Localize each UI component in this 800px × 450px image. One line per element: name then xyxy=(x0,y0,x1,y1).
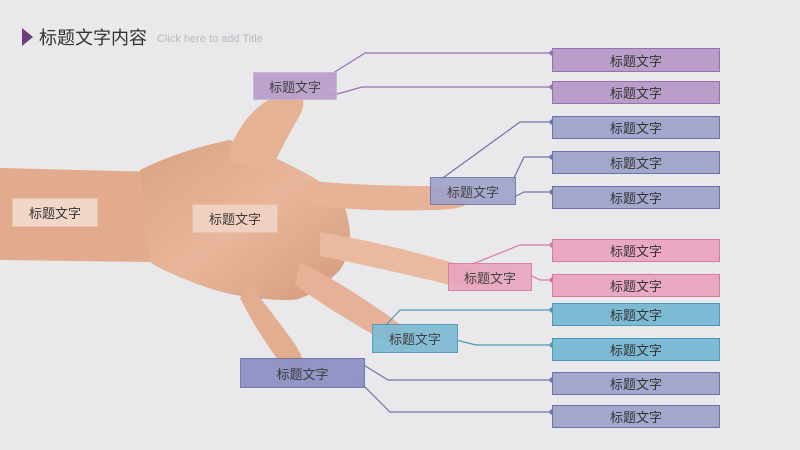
connector-line xyxy=(511,191,552,199)
connector-line xyxy=(455,339,552,346)
finger-label-ring: 标题文字 xyxy=(372,324,458,353)
wrist-label: 标题文字 xyxy=(12,198,98,227)
connector-line xyxy=(469,244,552,266)
finger-label-middle: 标题文字 xyxy=(448,263,532,291)
title-marker-icon xyxy=(22,28,33,46)
connector-line xyxy=(511,156,552,183)
callout-box: 标题文字 xyxy=(552,405,720,428)
callout-box: 标题文字 xyxy=(552,303,720,326)
callout-box: 标题文字 xyxy=(552,81,720,104)
callout-box: 标题文字 xyxy=(552,239,720,262)
callout-box: 标题文字 xyxy=(552,116,720,139)
slide-subtitle: Click here to add Title xyxy=(157,33,263,45)
callout-box: 标题文字 xyxy=(552,151,720,174)
connector-line xyxy=(439,121,552,181)
callout-box: 标题文字 xyxy=(552,186,720,209)
palm-label: 标题文字 xyxy=(192,204,278,233)
connector-line xyxy=(329,86,552,97)
slide-title: 标题文字内容 xyxy=(39,28,147,49)
connector-line xyxy=(384,309,552,327)
callout-box: 标题文字 xyxy=(552,274,720,297)
connector-line xyxy=(357,379,552,413)
finger-label-index: 标题文字 xyxy=(430,177,516,205)
slide-header: 标题文字内容 Click here to add Title xyxy=(22,24,263,50)
callout-box: 标题文字 xyxy=(552,48,720,72)
connector-line xyxy=(361,363,552,381)
finger-label-little: 标题文字 xyxy=(240,358,365,388)
callout-box: 标题文字 xyxy=(552,338,720,361)
callout-box: 标题文字 xyxy=(552,372,720,395)
finger-label-thumb: 标题文字 xyxy=(253,72,337,100)
connector-line xyxy=(329,52,552,76)
connector-line xyxy=(529,274,552,281)
